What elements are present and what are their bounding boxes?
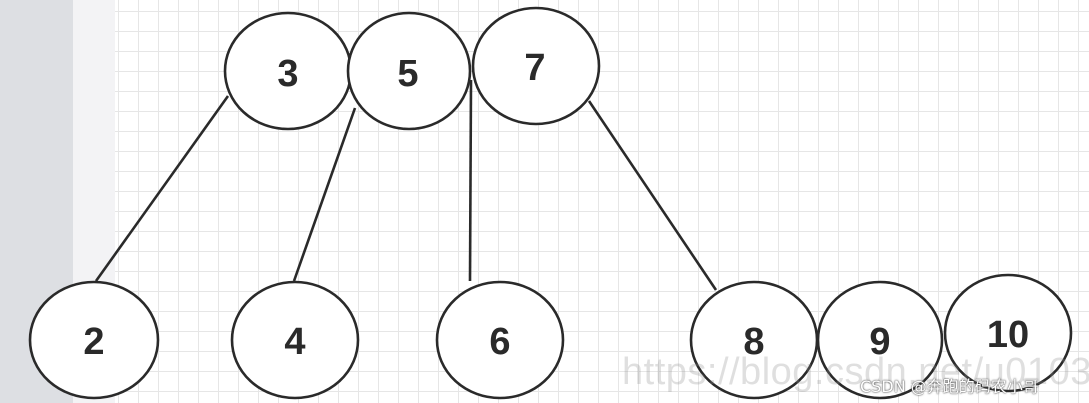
watermark-url: https://blog.csdn.net/u010395 [622,351,1089,393]
node-label-3: 3 [277,53,298,95]
node-2: 2 [28,280,160,400]
node-label-6: 6 [489,321,510,363]
node-4: 4 [230,280,360,400]
edge-7-8 [587,100,718,291]
node-3: 3 [223,11,353,131]
edge-3-2 [94,95,230,282]
node-10: 10 [943,273,1073,393]
node-9: 9 [816,280,944,400]
watermark-credit: CSDN @奔跑的码农小哥 [860,377,1039,396]
node-label-2: 2 [83,321,104,363]
node-6: 6 [435,280,565,400]
edge-5-6 [468,79,473,282]
edge-5-4 [292,107,357,282]
node-label-9: 9 [869,321,890,363]
node-7: 7 [471,6,601,126]
node-label-10: 10 [987,314,1029,356]
node-label-4: 4 [284,321,305,363]
node-label-7: 7 [524,47,545,89]
node-5: 5 [346,11,472,131]
node-label-5: 5 [397,53,418,95]
node-label-8: 8 [743,321,764,363]
